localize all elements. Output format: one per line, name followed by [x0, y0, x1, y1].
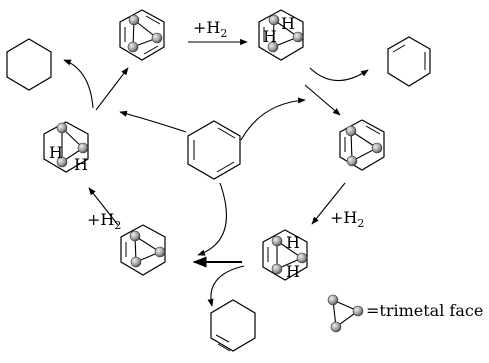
metal-atom: [371, 142, 383, 154]
h-atom-label: H: [74, 155, 88, 174]
h-atom-label: H: [286, 233, 300, 252]
metal-atom: [268, 14, 280, 26]
hydrogenated-intermediate-left: H H: [43, 121, 89, 174]
h2-label-left: +H2: [87, 210, 121, 232]
arrow-h2-right: [311, 182, 346, 225]
legend-label: =trimetal face: [366, 301, 483, 320]
arrow-benzene-to-top: [119, 110, 187, 133]
metal-atom: [327, 294, 339, 306]
benzene-molecule: [187, 120, 241, 180]
ene-intermediate-bottom-left: [120, 224, 166, 276]
metal-atom: [151, 32, 163, 44]
arrow-release-diene: [309, 67, 369, 82]
cyclohexane-molecule: [6, 38, 52, 91]
h2-label-right: +H2: [330, 208, 364, 230]
cyclohexadiene-molecule: [387, 36, 431, 87]
metal-atom: [56, 156, 68, 168]
arrow-up-right-left: [95, 67, 129, 111]
metal-atom: [267, 41, 279, 53]
metal-atom: [128, 14, 140, 26]
metal-atom: [154, 246, 166, 258]
metal-atom: [271, 235, 283, 247]
metal-atom: [330, 321, 342, 333]
metal-atom: [296, 252, 308, 264]
h-atom-label: H: [286, 262, 300, 281]
adsorbed-benzene-top: [119, 9, 165, 61]
arrow-benzene-to-right: [240, 97, 306, 141]
metal-atom: [129, 230, 141, 242]
metal-atom: [77, 142, 89, 154]
h-atom-label: H: [49, 143, 63, 162]
h-atom-label: H: [281, 14, 295, 33]
metal-atom: [345, 125, 357, 137]
cyclohexene-molecule: [210, 299, 256, 352]
diene-intermediate-right: [339, 119, 385, 171]
metal-atom: [346, 155, 358, 167]
hydrogenated-intermediate-bottom: H H: [262, 229, 308, 281]
metal-atom: [56, 122, 68, 134]
metal-atom: [271, 263, 283, 275]
metal-atom: [292, 31, 304, 43]
legend-trimetal-face: =trimetal face: [327, 294, 483, 333]
arrow-benzene-to-bottom: [197, 182, 227, 256]
metal-atom: [352, 305, 364, 317]
hydrogenated-intermediate-top: H H: [258, 9, 304, 61]
h2-label-top: +H2: [193, 18, 227, 40]
arrow-down-right-1: [304, 84, 341, 116]
metal-atom: [130, 256, 142, 268]
arrow-h2-left: [88, 187, 119, 226]
h-atom-label: H: [263, 27, 277, 46]
arrow-release-cyclohexane: [63, 59, 94, 109]
metal-atom: [127, 41, 139, 53]
arrow-release-ene: [207, 265, 245, 307]
